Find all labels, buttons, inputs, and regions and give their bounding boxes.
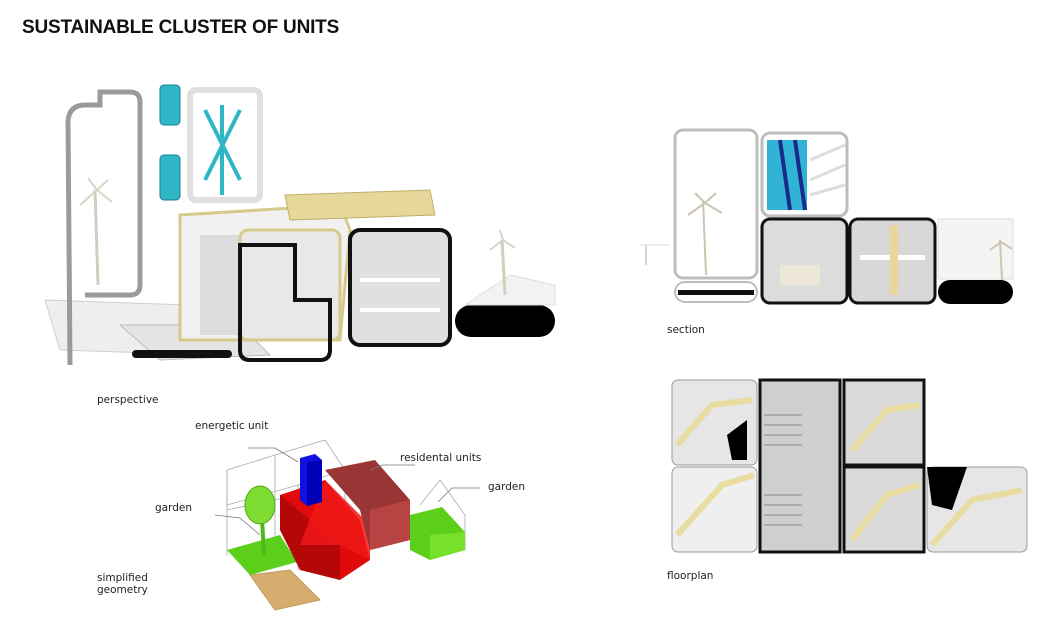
perspective-render xyxy=(44,84,556,366)
garden-right-label: garden xyxy=(488,481,526,493)
section-caption: section xyxy=(667,324,705,336)
garden-left-label: garden xyxy=(155,502,193,514)
floorplan-drawing xyxy=(671,378,1028,554)
section-drawing xyxy=(640,128,1014,305)
page-title: SUSTAINABLE CLUSTER OF UNITS xyxy=(22,17,340,38)
residential-units-label: residental units xyxy=(400,452,482,464)
simplified-geometry-caption-line2: geometry xyxy=(97,584,148,596)
simplified-geometry-diagram xyxy=(214,439,480,611)
floorplan-caption: floorplan xyxy=(667,570,714,582)
energetic-unit-label: energetic unit xyxy=(195,420,269,432)
simplified-geometry-caption-line1: simplified xyxy=(97,572,148,584)
perspective-caption: perspective xyxy=(97,394,159,406)
